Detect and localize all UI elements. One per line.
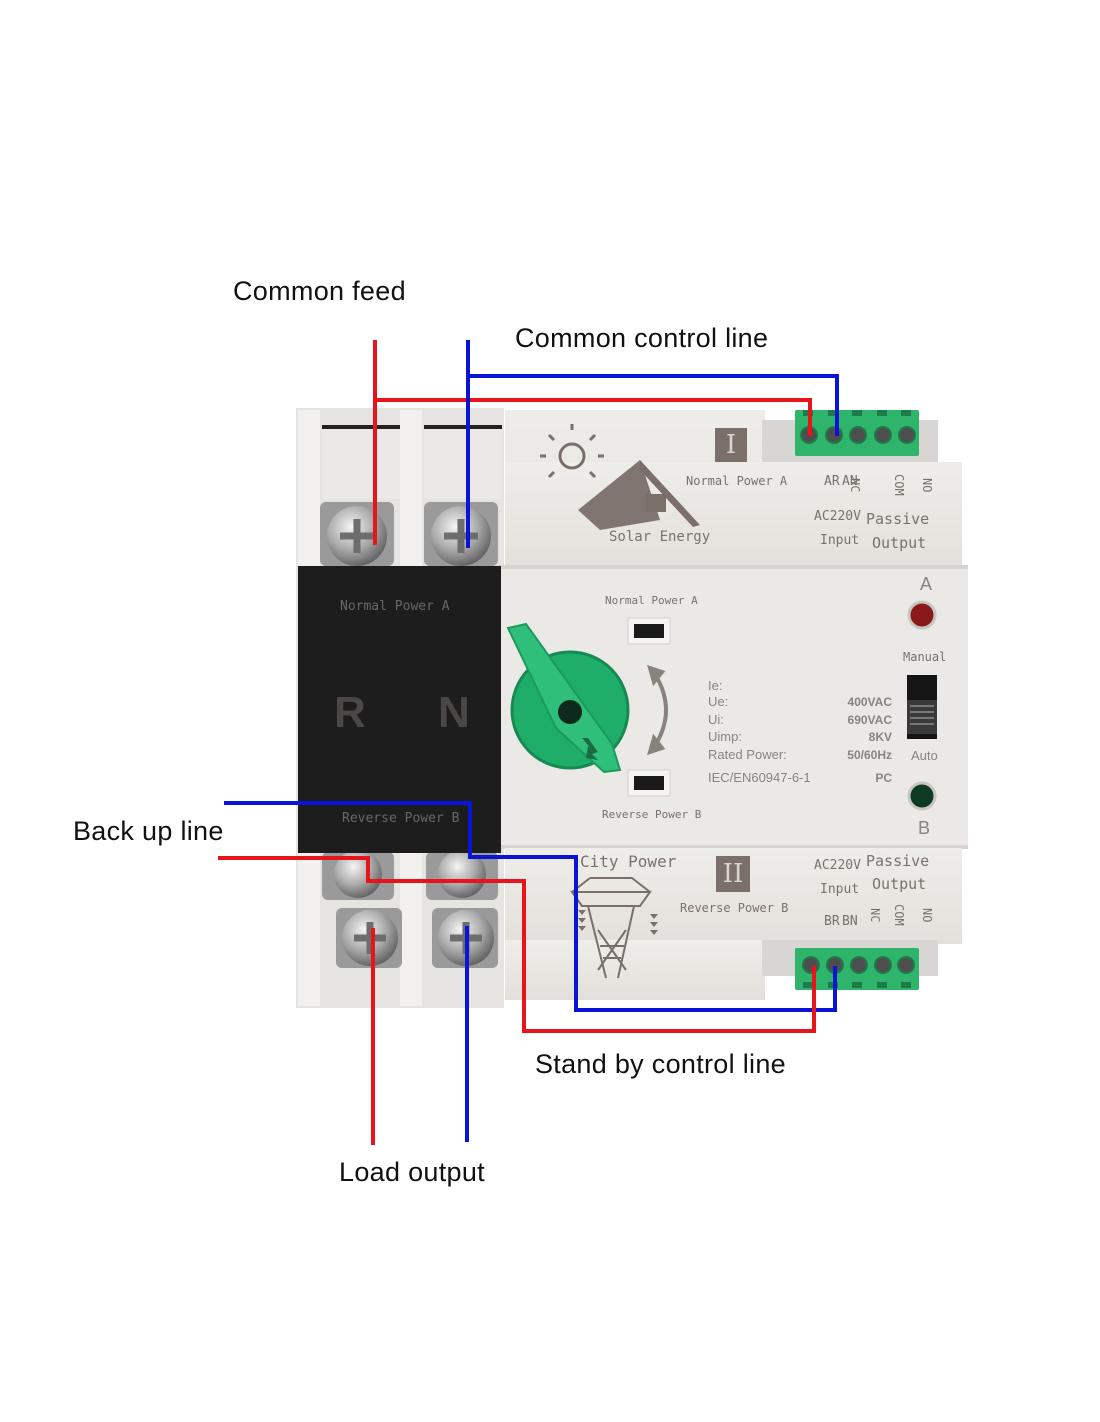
bottom-terminal-block <box>795 948 919 990</box>
led-b <box>907 781 937 811</box>
top-control-module <box>505 410 962 570</box>
bottom-output-label: Output <box>872 875 927 893</box>
terminal-screw-bottom-n-upper <box>426 850 498 900</box>
terminal-bn-label: BN <box>842 914 858 929</box>
spec-value: PC <box>875 771 892 785</box>
wire-common-control-neutral <box>466 340 839 548</box>
top-passive-label: Passive <box>866 510 930 528</box>
label-common-control-line: Common control line <box>515 323 769 353</box>
spec-key: Uimp: <box>708 729 742 744</box>
wire-common-feed-live <box>373 340 812 545</box>
cover-top-label: Normal Power A <box>340 599 450 614</box>
spec-value: 50/60Hz <box>847 748 892 762</box>
terminal-an-label: AN <box>842 474 858 489</box>
spec-key: Ie: <box>708 678 723 693</box>
rotary-handle[interactable] <box>506 622 630 774</box>
terminal-screw-top-r <box>320 502 394 566</box>
terminal-screw-bottom-r-upper <box>322 850 394 900</box>
rotation-arrow-icon <box>647 664 668 756</box>
spec-value: 690VAC <box>847 713 892 727</box>
terminal-br-label: BR <box>824 914 840 929</box>
spec-key: Rated Power: <box>708 747 787 762</box>
wire-backup-live <box>218 856 816 1033</box>
bottom-power-label: Reverse Power B <box>680 901 789 915</box>
spec-key: Ue: <box>708 694 729 709</box>
mode-auto-label: Auto <box>911 748 938 763</box>
terminal-screw-top-n <box>424 502 498 566</box>
top-power-label: Normal Power A <box>686 474 788 488</box>
pole-n-label: N <box>438 688 470 737</box>
bottom-input-voltage: AC220V <box>814 858 861 873</box>
module-ii-numeral: II <box>722 859 744 889</box>
spec-key: Ui: <box>708 712 724 727</box>
pole-r-label: R <box>334 688 366 737</box>
label-back-up-line: Back up line <box>73 816 224 846</box>
terminal-no-label-b: NO <box>920 908 934 923</box>
status-window-a <box>627 617 671 645</box>
pylon-insulator-icons <box>578 910 658 935</box>
terminal-com-label: COM <box>892 474 906 496</box>
top-input-label: Input <box>820 533 860 548</box>
led-a <box>907 600 937 630</box>
bottom-input-label: Input <box>820 882 860 897</box>
mode-switch[interactable] <box>907 675 937 739</box>
indicator-a-label: A <box>920 574 933 594</box>
cover-bottom-label: Reverse Power B <box>342 811 460 826</box>
top-terminal-block <box>795 410 919 456</box>
mode-manual-label: Manual <box>903 650 947 664</box>
window-b-label: Reverse Power B <box>602 808 702 821</box>
top-input-voltage: AC220V <box>814 509 861 524</box>
terminal-com-label-b: COM <box>892 904 906 926</box>
status-window-b <box>627 769 671 797</box>
top-brand-label: Solar Energy <box>609 529 711 545</box>
spec-value: 8KV <box>868 730 892 744</box>
spec-key: IEC/EN60947-6-1 <box>708 770 811 785</box>
module-i-badge <box>715 428 747 462</box>
terminal-nc-label: NC <box>848 478 862 493</box>
label-load-output: Load output <box>339 1157 485 1187</box>
terminal-ar-label: AR <box>824 474 840 489</box>
spec-value: 400VAC <box>847 695 892 709</box>
bottom-passive-label: Passive <box>866 852 930 870</box>
module-i-numeral: I <box>725 430 737 460</box>
top-output-label: Output <box>872 534 927 552</box>
bottom-brand-label: City Power <box>580 852 677 871</box>
bottom-control-module <box>505 848 962 1000</box>
sun-icon <box>540 424 604 479</box>
indicator-b-label: B <box>918 818 931 838</box>
label-common-feed: Common feed <box>233 276 406 306</box>
wire-backup-neutral <box>224 801 837 1012</box>
terminal-nc-label-b: NC <box>868 908 882 923</box>
window-a-label: Normal Power A <box>605 594 698 607</box>
terminal-screw-bottom-r-lower <box>336 908 402 968</box>
module-ii-badge <box>716 856 750 892</box>
label-stand-by-control-line: Stand by control line <box>535 1049 786 1079</box>
terminal-no-label: NO <box>920 478 934 493</box>
solar-house-icon <box>578 460 700 530</box>
black-cover <box>298 566 501 853</box>
